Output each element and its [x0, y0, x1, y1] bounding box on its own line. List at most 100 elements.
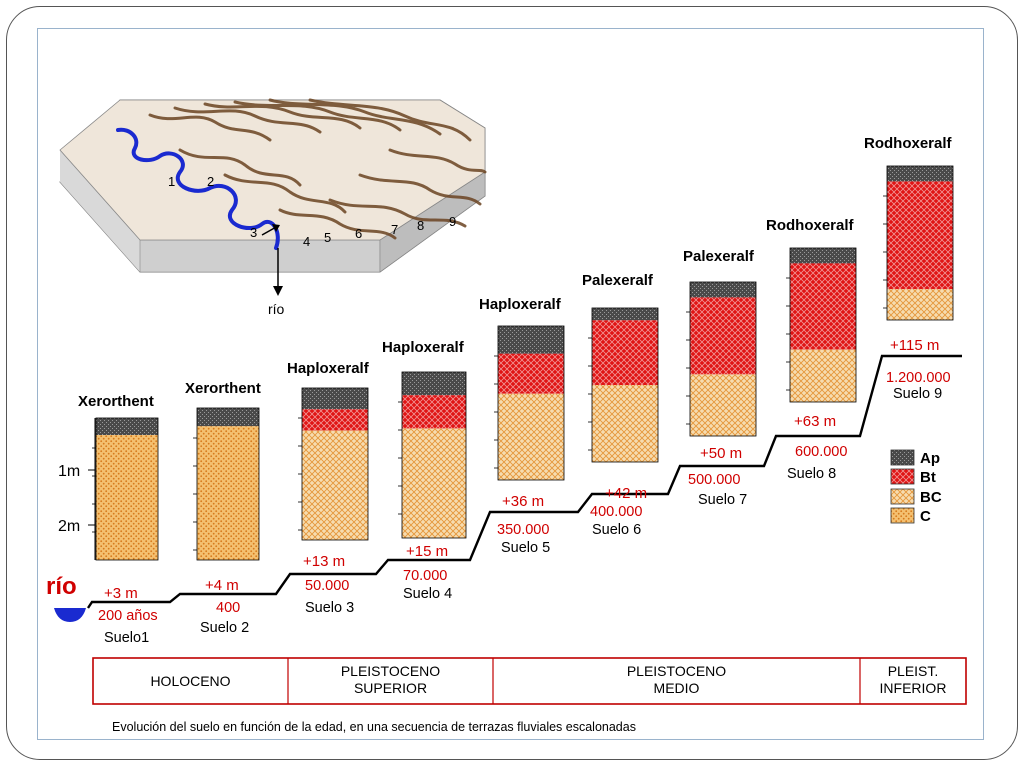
horizon-bt-9 [887, 181, 953, 290]
block-river-label: río [268, 301, 285, 317]
scale-1m: 1m [58, 463, 80, 480]
soil-name-7: Palexeralf [683, 248, 755, 265]
horizon-bt-4 [402, 395, 466, 429]
soil-name-6: Palexeralf [582, 272, 654, 289]
soil-name-2: Xerorthent [185, 380, 261, 397]
terrace-steps [87, 354, 962, 609]
period-1: HOLOCENO [150, 673, 230, 689]
suelo-label-6: Suelo 6 [592, 522, 641, 538]
elevation-9: +115 m [890, 337, 939, 354]
block-number-7: 7 [391, 222, 398, 237]
age-2: 400 [216, 600, 240, 616]
suelo-label-5: Suelo 5 [501, 540, 550, 556]
horizon-ap-2 [197, 408, 259, 427]
suelo-label-7: Suelo 7 [698, 492, 747, 508]
horizon-ap-7 [690, 282, 756, 298]
horizon-ap-3 [302, 388, 368, 410]
scale-2m: 2m [58, 518, 80, 535]
legend-swatch-ap [890, 449, 915, 466]
legend-label-bt: Bt [920, 469, 936, 486]
elevation-3: +13 m [303, 553, 345, 570]
horizon-ap-9 [887, 166, 953, 182]
block-number-5: 5 [324, 230, 331, 245]
terrace-block-illustration: 1 2 3 4 5 6 7 8 9 río [59, 98, 487, 317]
suelo-label-2: Suelo 2 [200, 620, 249, 636]
horizon-ap-8 [790, 248, 856, 264]
soil-name-8: Rodhoxeralf [766, 217, 855, 234]
suelo-label-8: Suelo 8 [787, 466, 836, 482]
soil-name-5: Haploxeralf [479, 296, 562, 313]
depth-scale: 1m 2m [58, 418, 96, 560]
horizon-bc-5 [498, 393, 564, 480]
elevation-2: +4 m [205, 577, 239, 594]
legend-label-c: C [920, 508, 931, 525]
horizon-bc-8 [790, 349, 856, 402]
river-label: río [46, 573, 77, 600]
age-7: 500.000 [688, 472, 740, 488]
elevation-7: +50 m [700, 445, 742, 462]
block-number-3: 3 [250, 225, 257, 240]
legend-swatch-bt [890, 468, 915, 485]
suelo-label-1: Suelo1 [104, 630, 149, 646]
legend-swatch-bc [890, 488, 915, 505]
age-1: 200 años [98, 608, 158, 624]
horizon-ap-4 [402, 372, 466, 396]
horizon-ap-6 [592, 308, 658, 321]
horizon-bc-9 [887, 289, 953, 320]
soil-name-3: Haploxeralf [287, 360, 370, 377]
age-6: 400.000 [590, 504, 642, 520]
horizon-bt-8 [790, 263, 856, 350]
horizon-bt-5 [498, 353, 564, 394]
horizon-bt-3 [302, 409, 368, 431]
age-4: 70.000 [403, 568, 447, 584]
soil-name-9: Rodhoxeralf [864, 135, 953, 152]
block-number-8: 8 [417, 218, 424, 233]
legend-label-bc: BC [920, 489, 942, 506]
river: río [46, 573, 86, 622]
horizon-bc-6 [592, 385, 658, 462]
block-number-2: 2 [207, 174, 214, 189]
legend-label-ap: Ap [920, 450, 940, 467]
block-number-9: 9 [449, 214, 456, 229]
elevation-4: +15 m [406, 543, 448, 560]
soil-name-1: Xerorthent [78, 393, 154, 410]
elevation-8: +63 m [794, 413, 836, 430]
age-8: 600.000 [795, 444, 847, 460]
suelo-label-4: Suelo 4 [403, 586, 452, 602]
horizon-c-2 [197, 426, 259, 560]
block-number-1: 1 [168, 174, 175, 189]
horizon-bt-6 [592, 320, 658, 385]
horizon-bt-7 [690, 297, 756, 375]
period-4: PLEIST.INFERIOR [880, 663, 947, 696]
elevation-1: +3 m [104, 585, 138, 602]
horizon-c-1 [96, 435, 158, 560]
soil-name-4: Haploxeralf [382, 339, 465, 356]
age-5: 350.000 [497, 522, 549, 538]
block-number-6: 6 [355, 226, 362, 241]
age-9: 1.200.000 [886, 370, 951, 386]
river-water-icon [54, 608, 86, 622]
block-number-4: 4 [303, 234, 310, 249]
suelo-label-3: Suelo 3 [305, 600, 354, 616]
horizon-ap-1 [96, 418, 158, 436]
suelo-label-9: Suelo 9 [893, 386, 942, 402]
legend-swatch-c [890, 507, 915, 524]
horizon-bc-3 [302, 430, 368, 540]
river-arrow-icon [273, 286, 283, 296]
horizon-bc-7 [690, 374, 756, 436]
horizon-ap-5 [498, 326, 564, 354]
elevation-6: +42 m [605, 485, 647, 502]
age-3: 50.000 [305, 578, 349, 594]
terrace-profile-line [87, 354, 962, 609]
